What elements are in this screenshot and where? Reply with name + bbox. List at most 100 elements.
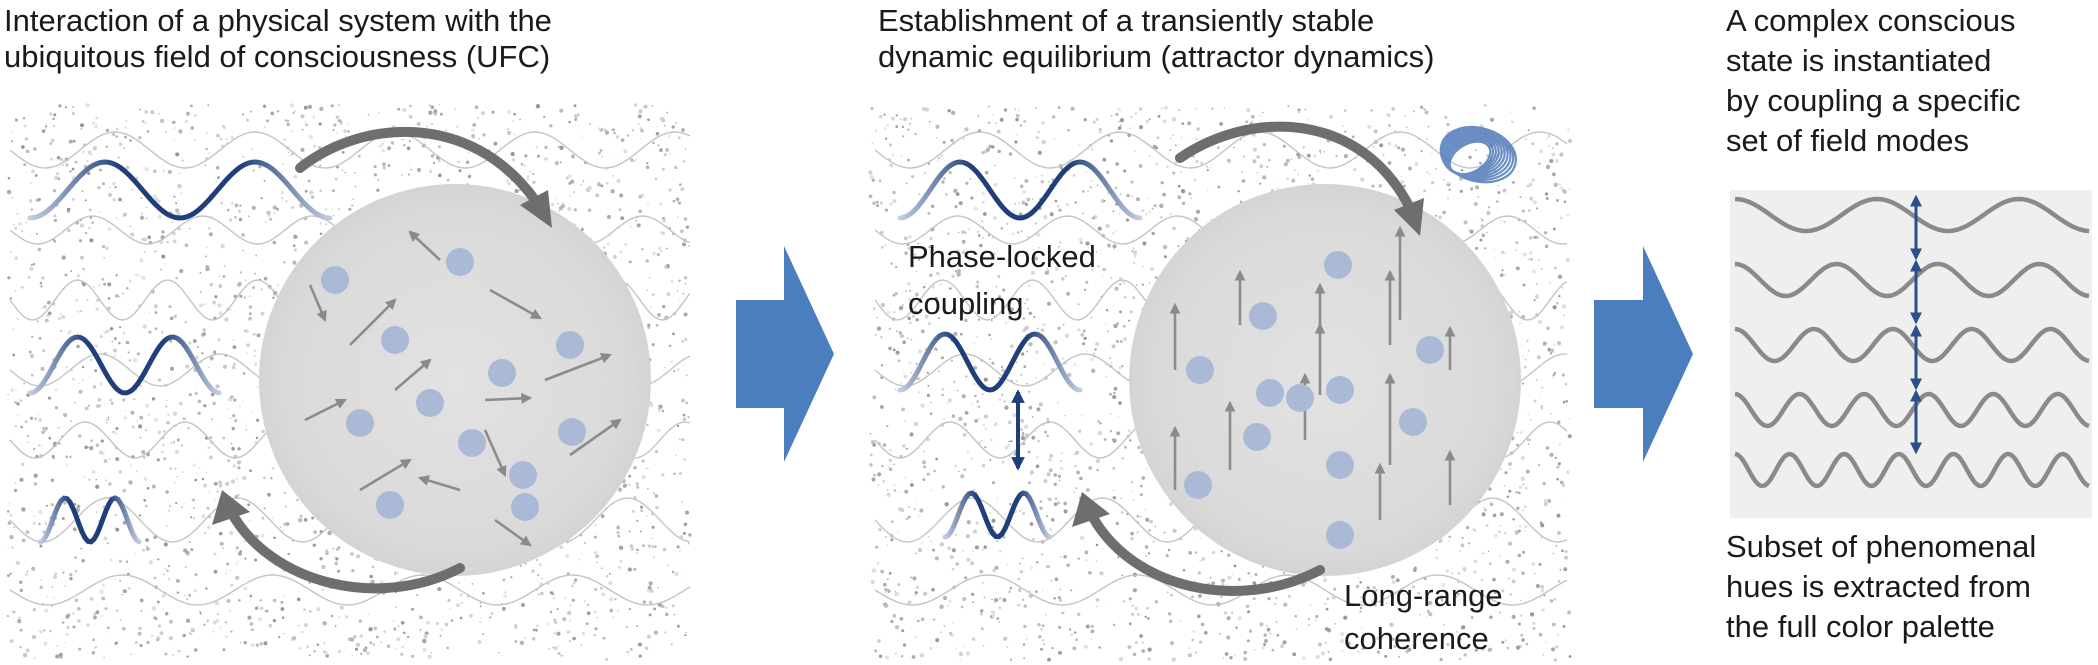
noise-speck <box>1172 528 1177 533</box>
noise-speck <box>213 498 216 501</box>
noise-speck <box>962 549 965 552</box>
noise-speck <box>1455 630 1458 633</box>
noise-speck <box>151 606 156 611</box>
noise-speck <box>1243 657 1248 661</box>
noise-speck <box>1498 530 1501 533</box>
noise-speck <box>1400 176 1402 178</box>
noise-speck <box>238 405 241 408</box>
noise-speck <box>1483 506 1486 509</box>
noise-speck <box>1131 296 1136 300</box>
noise-speck <box>655 505 659 510</box>
noise-speck <box>72 612 75 615</box>
noise-speck <box>919 653 924 658</box>
noise-speck <box>203 483 208 488</box>
noise-speck <box>636 548 639 552</box>
noise-speck <box>1384 654 1388 658</box>
noise-speck <box>331 208 333 210</box>
noise-speck <box>1245 604 1250 609</box>
noise-speck <box>1023 657 1026 660</box>
noise-speck <box>596 561 598 564</box>
noise-speck <box>901 629 905 633</box>
noise-speck <box>206 506 210 510</box>
noise-speck <box>1246 108 1251 113</box>
noise-speck <box>1360 627 1363 630</box>
noise-speck <box>603 128 607 132</box>
noise-speck <box>232 395 234 397</box>
noise-speck <box>652 251 656 256</box>
noise-speck <box>1228 160 1231 164</box>
noise-speck <box>678 438 681 441</box>
noise-speck <box>553 646 558 651</box>
noise-speck <box>1076 612 1081 616</box>
noise-speck <box>92 385 97 389</box>
noise-speck <box>879 201 883 205</box>
noise-speck <box>615 135 620 139</box>
noise-speck <box>63 501 67 505</box>
noise-speck <box>544 145 548 150</box>
noise-speck <box>130 410 135 415</box>
noise-speck <box>1063 509 1068 514</box>
noise-speck <box>1533 299 1536 302</box>
noise-speck <box>123 416 127 420</box>
noise-speck <box>226 562 229 566</box>
noise-speck <box>972 529 978 534</box>
noise-speck <box>1509 111 1511 113</box>
noise-speck <box>871 477 876 482</box>
noise-speck <box>1137 613 1140 616</box>
noise-speck <box>142 216 145 219</box>
noise-speck <box>1179 620 1182 622</box>
noise-speck <box>1109 357 1111 359</box>
noise-speck <box>1515 240 1519 245</box>
noise-speck <box>1468 542 1471 545</box>
noise-speck <box>427 654 432 659</box>
noise-speck <box>994 598 999 603</box>
noise-speck <box>683 217 688 221</box>
noise-speck <box>1041 139 1046 145</box>
noise-speck <box>308 134 313 140</box>
noise-speck <box>1128 572 1131 574</box>
noise-speck <box>33 473 38 478</box>
noise-speck <box>316 607 321 612</box>
noise-speck <box>613 131 616 135</box>
noise-speck <box>172 441 176 444</box>
noise-speck <box>91 221 95 225</box>
noise-speck <box>1313 154 1317 158</box>
noise-speck <box>927 535 930 538</box>
noise-speck <box>265 220 267 223</box>
noise-speck <box>644 646 649 650</box>
noise-speck <box>433 111 438 116</box>
noise-speck <box>876 326 882 331</box>
noise-speck <box>970 196 974 200</box>
noise-speck <box>1083 118 1087 122</box>
noise-speck <box>940 356 944 360</box>
noise-speck <box>194 478 198 482</box>
noise-speck <box>1014 202 1017 205</box>
noise-speck <box>190 634 193 636</box>
noise-speck <box>237 281 242 286</box>
noise-speck <box>965 248 968 251</box>
noise-speck <box>216 612 220 616</box>
noise-speck <box>1160 181 1164 185</box>
noise-speck <box>272 205 277 210</box>
noise-speck <box>109 327 114 331</box>
noise-speck <box>1008 440 1010 443</box>
noise-speck <box>1371 184 1375 188</box>
noise-speck <box>229 530 234 536</box>
noise-speck <box>1489 117 1494 122</box>
noise-speck <box>39 544 43 548</box>
noise-speck <box>1481 219 1484 222</box>
noise-speck <box>1252 147 1257 152</box>
noise-speck <box>1434 214 1437 217</box>
noise-speck <box>1535 379 1538 382</box>
noise-speck <box>1188 192 1192 196</box>
noise-speck <box>1343 615 1348 620</box>
noise-speck <box>1267 597 1271 601</box>
noise-speck <box>261 516 265 520</box>
noise-speck <box>892 348 896 352</box>
noise-speck <box>909 321 912 324</box>
noise-speck <box>157 378 162 382</box>
noise-speck <box>456 126 458 128</box>
noise-speck <box>208 232 213 237</box>
noise-speck <box>105 246 109 250</box>
noise-speck <box>1442 210 1447 215</box>
